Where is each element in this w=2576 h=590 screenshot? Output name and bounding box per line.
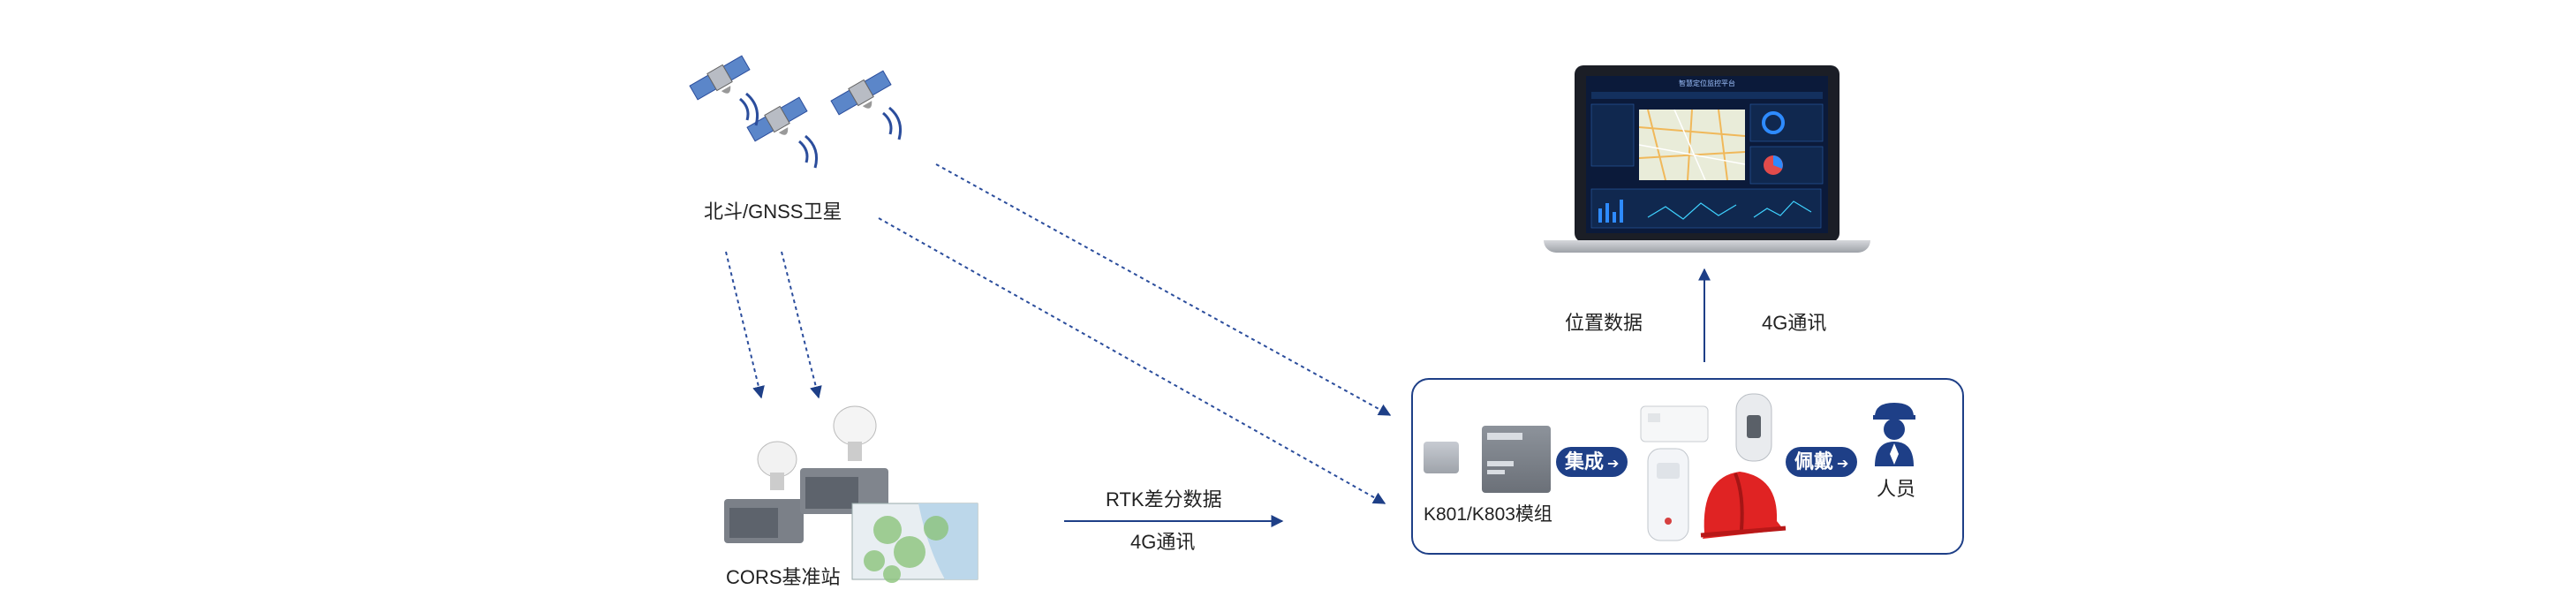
wear-label: 佩戴 <box>1794 450 1834 473</box>
arrow-right-icon: ➔ <box>1607 457 1620 472</box>
position-data-label: 位置数据 <box>1565 312 1643 334</box>
monitoring-dashboard: 智慧定位监控平台 <box>1586 76 1828 233</box>
rtk-label: RTK差分数据 <box>1106 488 1222 511</box>
chip-icon <box>1424 442 1459 473</box>
sat-to-module-line-2 <box>878 217 1386 504</box>
cors-label: CORS基准站 <box>726 566 841 588</box>
cors-map-thumbnail <box>851 503 978 583</box>
integrate-label: 集成 <box>1565 450 1605 473</box>
laptop-base <box>1544 240 1870 253</box>
chip-icon <box>1482 426 1551 493</box>
wear-badge: 佩戴➔ <box>1786 447 1858 477</box>
uplink-4g-label: 4G通讯 <box>1762 312 1827 334</box>
dashboard-title: 智慧定位监控平台 <box>1679 79 1735 87</box>
sat-to-module-line-1 <box>935 163 1392 416</box>
satellite-icon <box>746 96 808 142</box>
tracker-device-icon <box>1647 448 1689 541</box>
rtk-4g-label: 4G通讯 <box>1130 531 1196 553</box>
signal-waves-icon <box>739 92 903 169</box>
module-label: K801/K803模组 <box>1424 504 1552 525</box>
person-label: 人员 <box>1877 478 1916 500</box>
satellite-icon <box>830 70 892 116</box>
dashboard-graphics <box>1590 92 1824 229</box>
arrow-right-icon: ➔ <box>1837 457 1849 472</box>
tracker-device-icon <box>1735 393 1772 462</box>
helmet-icon <box>1700 472 1787 539</box>
gnss-receiver-icon <box>724 441 804 543</box>
person-icon <box>1873 403 1915 466</box>
dashboard-map <box>1638 109 1746 181</box>
integrate-badge: 集成➔ <box>1556 447 1628 477</box>
tracker-device-icon <box>1640 405 1709 442</box>
gnss-receiver-icon <box>800 405 888 514</box>
satellite-icon <box>689 55 751 101</box>
satellite-label: 北斗/GNSS卫星 <box>704 200 842 223</box>
